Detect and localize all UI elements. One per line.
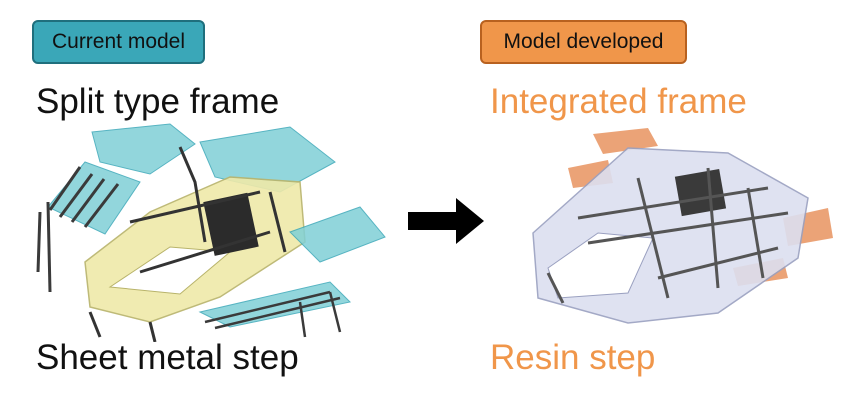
model-developed-badge: Model developed [480, 20, 687, 64]
sheet-metal-step-top-left [91, 123, 196, 175]
bottom-step-rails [204, 290, 342, 338]
current-model-badge-label: Current model [51, 30, 186, 53]
integrated-tubing [546, 167, 789, 304]
left-step-rails [36, 166, 120, 293]
frame-tubing [88, 146, 287, 342]
right-arrow-icon [408, 198, 484, 244]
resin-step-top [593, 128, 658, 154]
integrated-bracket-block [674, 168, 727, 217]
sheet-metal-step-right [289, 206, 386, 263]
split-type-frame-illustration [36, 123, 386, 342]
integrated-frame-illustration [532, 128, 833, 324]
resin-step-caption: Resin step [490, 338, 656, 377]
sheet-metal-step-top-right [199, 126, 336, 193]
sheet-metal-step-caption: Sheet metal step [36, 338, 299, 377]
split-type-frame-caption: Split type frame [36, 82, 280, 121]
sheet-metal-step-left [47, 161, 141, 235]
integrated-frame-caption: Integrated frame [490, 82, 747, 121]
current-model-badge: Current model [32, 20, 205, 64]
model-developed-badge-label: Model developed [503, 30, 664, 53]
